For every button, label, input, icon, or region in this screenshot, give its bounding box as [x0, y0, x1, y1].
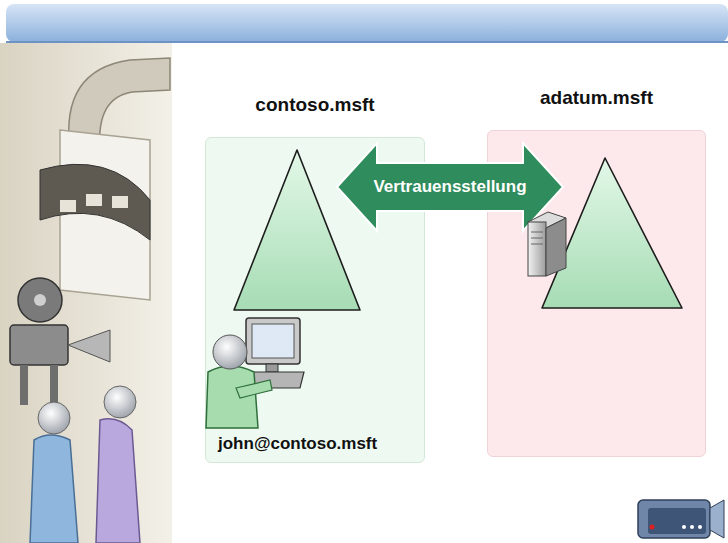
domain-triangle — [542, 158, 682, 308]
user-account: john@contoso.msft — [218, 434, 377, 453]
header-edge — [6, 41, 728, 43]
camera-icon — [638, 500, 724, 538]
header-bar — [6, 4, 728, 42]
domain-triangle — [234, 150, 360, 310]
domain-name: contoso.msft — [206, 94, 424, 116]
side-strip — [0, 43, 172, 543]
server-icon — [528, 212, 566, 276]
user-computer-icon — [206, 318, 304, 428]
trust-label: Vertrauensstellung — [373, 177, 526, 196]
user-label-box: john@contoso.msft — [218, 434, 377, 454]
trust-arrow — [337, 143, 563, 231]
film-illustration — [10, 58, 170, 543]
edge-label-box: Vertrauensstellung — [373, 177, 526, 197]
domain-name: adatum.msft — [488, 87, 705, 109]
